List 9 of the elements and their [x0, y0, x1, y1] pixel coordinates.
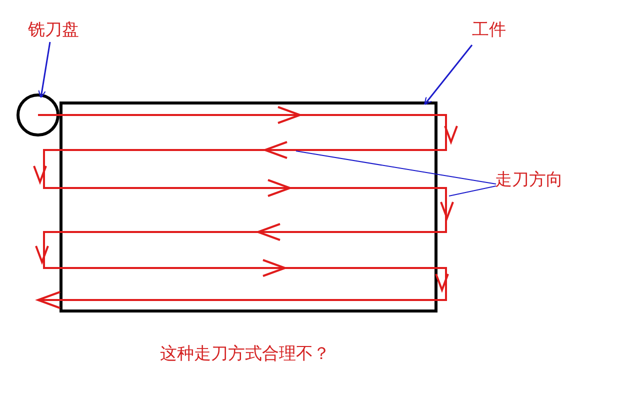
leader-arrow	[38, 42, 51, 98]
workpiece-label: 工件	[472, 20, 506, 40]
leader-line	[296, 150, 496, 184]
leader-arrow	[424, 44, 473, 106]
cutter-circle	[16, 94, 60, 136]
leader-line	[448, 186, 496, 196]
caption: 这种走刀方式合理不？	[160, 344, 330, 364]
cutter-label: 铣刀盘	[28, 20, 79, 40]
direction-label: 走刀方向	[495, 170, 563, 190]
